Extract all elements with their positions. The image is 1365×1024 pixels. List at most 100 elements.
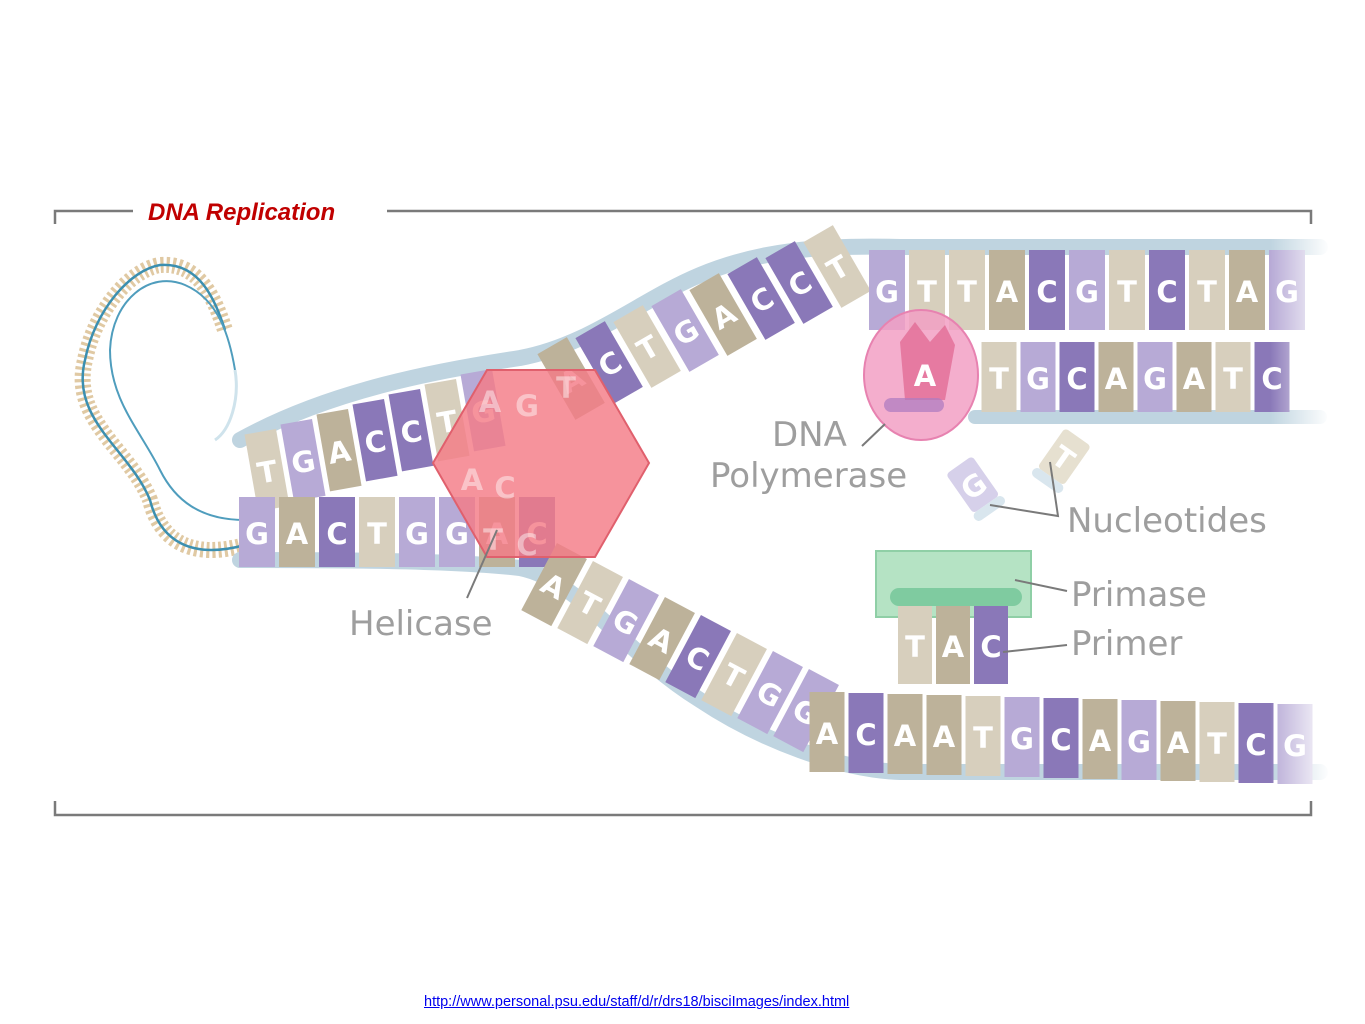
base-top-rising-block	[765, 241, 833, 324]
helicase-overlay-letter: T	[556, 371, 576, 405]
base-bottom-flat-block	[1121, 700, 1157, 780]
base-bottom-flat: A	[1160, 701, 1196, 781]
base-twisted-top-block	[388, 388, 434, 472]
base-bottom-flat-block	[887, 694, 923, 774]
base-bottom-flat-letter: G	[1010, 722, 1034, 756]
base-bottom-flat-letter: T	[973, 721, 993, 755]
base-twisted-top: G	[280, 418, 326, 502]
base-top-flat-block	[949, 250, 985, 330]
base-top-new-letter: A	[1105, 362, 1128, 396]
base-bottom-flat: A	[887, 694, 923, 774]
base-bottom-falling-block	[521, 542, 587, 627]
base-bottom-flat: G	[1004, 697, 1040, 777]
base-top-rising-block	[651, 289, 719, 372]
double-helix	[74, 256, 248, 558]
base-bottom-flat: C	[1238, 703, 1274, 783]
base-bottom-falling: T	[701, 632, 767, 717]
base-twisted-bottom-letter: G	[405, 517, 429, 551]
base-top-flat: A	[989, 250, 1025, 330]
primer-base: C	[974, 606, 1008, 684]
base-twisted-bottom-block	[359, 497, 395, 567]
base-bottom-falling-block	[557, 560, 623, 645]
base-twisted-top-block	[316, 408, 362, 492]
base-twisted-top-block	[280, 418, 326, 502]
base-top-rising: T	[803, 225, 871, 308]
base-top-new-letter: G	[1026, 362, 1050, 396]
base-top-flat: T	[1189, 250, 1225, 330]
primer-base: T	[898, 606, 932, 684]
base-bottom-flat: C	[848, 693, 884, 773]
base-bottom-flat-block	[965, 696, 1001, 776]
base-bottom-flat-block	[1238, 703, 1274, 783]
free-nucleotide-t: T	[1032, 429, 1090, 493]
base-top-flat: G	[1069, 250, 1105, 330]
base-top-flat: C	[1029, 250, 1065, 330]
primer-base-block	[974, 606, 1008, 684]
base-bottom-flat: T	[965, 696, 1001, 776]
base-bottom-flat-block	[1199, 702, 1235, 782]
base-bottom-flat-block	[848, 693, 884, 773]
helicase-overlay-letter: C	[494, 471, 515, 505]
base-bottom-flat: A	[926, 695, 962, 775]
base-twisted-bottom: T	[359, 497, 395, 567]
base-bottom-flat-block	[1043, 698, 1079, 778]
base-bottom-flat: T	[1199, 702, 1235, 782]
base-bottom-flat-letter: A	[894, 719, 917, 753]
leader-lines	[466, 423, 1068, 653]
base-twisted-bottom-block	[319, 497, 355, 567]
base-bottom-flat: A	[809, 692, 845, 772]
helicase-overlay-letter: C	[516, 528, 537, 562]
base-top-new-block	[1215, 342, 1251, 412]
base-bottom-flat-block	[809, 692, 845, 772]
primer-base-letter: T	[905, 630, 925, 664]
helicase-overlay-letter: A	[461, 463, 484, 497]
base-top-flat-letter: A	[1236, 275, 1259, 309]
base-top-flat-block	[1069, 250, 1105, 330]
base-top-flat-block	[1189, 250, 1225, 330]
dna-polymerase-enzyme: A	[863, 309, 979, 441]
base-twisted-top-block	[352, 398, 398, 482]
source-link[interactable]: http://www.personal.psu.edu/staff/d/r/dr…	[424, 994, 850, 1010]
base-bottom-flat-block	[1004, 697, 1040, 777]
base-top-new: A	[1176, 342, 1212, 412]
base-top-flat-block	[1109, 250, 1145, 330]
dna-polymerase-label-line2: Polymerase	[710, 456, 907, 496]
base-top-new: A	[1098, 342, 1134, 412]
fade-overlay	[1270, 235, 1330, 795]
base-bottom-falling: T	[557, 560, 623, 645]
base-twisted-bottom-letter: G	[445, 517, 469, 551]
base-top-flat-letter: C	[1156, 275, 1177, 309]
base-bottom-falling-block	[665, 614, 731, 699]
base-top-flat-block	[989, 250, 1025, 330]
base-bottom-falling-block	[701, 632, 767, 717]
base-top-flat-block	[1029, 250, 1065, 330]
nucleotides-label: Nucleotides	[1067, 501, 1267, 541]
base-twisted-top: C	[388, 388, 434, 472]
base-top-new-block	[1098, 342, 1134, 412]
base-bottom-flat-letter: G	[1127, 725, 1151, 759]
base-twisted-bottom-letter: A	[286, 517, 309, 551]
base-top-rising: T	[613, 305, 681, 388]
free-nucleotide-g: G	[947, 457, 1005, 521]
base-top-flat-letter: C	[1036, 275, 1057, 309]
base-top-new-letter: C	[1066, 362, 1087, 396]
polymerase-base: A	[914, 359, 937, 393]
base-top-flat: A	[1229, 250, 1265, 330]
base-bottom-flat-letter: A	[1089, 724, 1112, 758]
base-top-flat-block	[1229, 250, 1265, 330]
base-top-rising: C	[727, 257, 795, 340]
primer-label: Primer	[1071, 624, 1182, 664]
helicase-overlay-letter: G	[515, 389, 539, 423]
base-twisted-bottom-block	[239, 497, 275, 567]
base-top-new-block	[1176, 342, 1212, 412]
base-twisted-top: T	[244, 428, 290, 512]
base-top-flat-letter: G	[1075, 275, 1099, 309]
base-top-new-letter: T	[989, 362, 1009, 396]
base-top-flat-letter: T	[1117, 275, 1137, 309]
primase-label: Primase	[1071, 575, 1207, 615]
base-bottom-flat: C	[1043, 698, 1079, 778]
base-top-flat-letter: T	[1197, 275, 1217, 309]
base-twisted-bottom-letter: T	[367, 517, 387, 551]
